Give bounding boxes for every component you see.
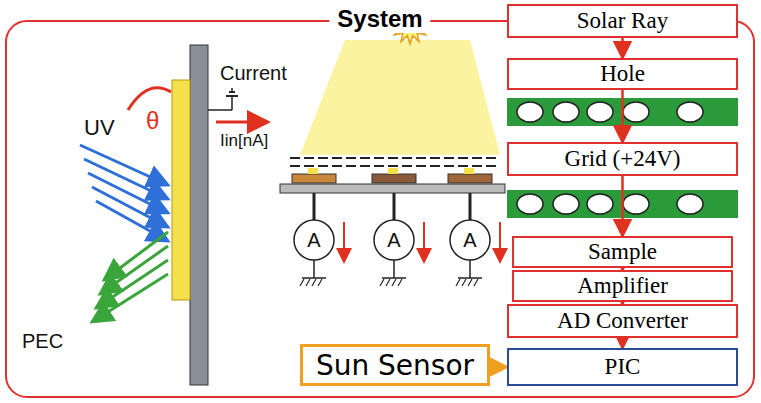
flow-arrow (621, 38, 624, 58)
holder-bar (190, 45, 208, 385)
pec-ray (96, 260, 168, 308)
hole (553, 102, 579, 122)
ground-symbol (382, 277, 406, 279)
wire (313, 193, 316, 220)
box-label: Sun Sensor (316, 349, 474, 382)
ground-hatch (380, 279, 384, 286)
light-spot (308, 168, 318, 174)
hole (553, 194, 579, 214)
ground-symbol (302, 277, 326, 279)
wire (313, 260, 315, 278)
uv-label: UV (84, 116, 115, 140)
sample-plate (172, 80, 190, 300)
pec-label: PEC (22, 330, 63, 352)
process-box: Sample (512, 236, 733, 268)
current-label: Current (220, 62, 287, 84)
sample-plate (448, 174, 492, 183)
ground-hatch (386, 279, 390, 286)
process-box: Solar Ray (507, 4, 738, 38)
ground-hatch (392, 279, 396, 286)
box-label: Grid (+24V) (565, 146, 681, 172)
process-box: Amplifier (512, 270, 733, 302)
current-arrow (423, 222, 425, 262)
sunlight-beam (300, 40, 500, 155)
sensor-box: Sun Sensor (300, 344, 490, 386)
ground-hatch (456, 279, 460, 286)
wire (208, 109, 232, 111)
uv-ray (96, 201, 168, 241)
angle-arc (128, 88, 171, 110)
wire (393, 260, 395, 278)
ammeters (294, 193, 500, 286)
hole (587, 194, 613, 214)
ammeter-symbol (294, 220, 334, 260)
ground-hatch (312, 279, 316, 286)
ground-hatch (300, 279, 304, 286)
ammeter-label: A (307, 229, 320, 251)
current-value: Iin[nA] (220, 132, 268, 151)
hole (677, 102, 703, 122)
ammeter-symbol (374, 220, 414, 260)
angle-label: θ (146, 108, 159, 134)
process-box: Grid (+24V) (507, 142, 738, 176)
ground-hatch (318, 279, 322, 286)
hole (517, 194, 543, 214)
hole (623, 102, 649, 122)
pec-ray (104, 232, 168, 280)
box-label: PIC (605, 354, 641, 380)
battery-symbol (226, 95, 238, 97)
system-frame: SystemSolar RayHoleGrid (+24V)SampleAmpl… (5, 20, 755, 398)
sample-plate (372, 174, 416, 183)
flow-arrow (621, 176, 624, 236)
flow-arrow (490, 366, 507, 369)
wire (469, 260, 471, 278)
process-box: Hole (507, 58, 738, 90)
box-label: Hole (600, 61, 645, 87)
box-label: Amplifier (577, 273, 668, 299)
box-label: AD Converter (557, 308, 688, 334)
process-box: PIC (507, 348, 738, 386)
hole (623, 194, 649, 214)
ground-hatch (468, 279, 472, 286)
ground-symbol (458, 277, 482, 279)
box-label: Sample (588, 239, 657, 265)
ground-hatch (306, 279, 310, 286)
sample-plate (292, 174, 336, 183)
ground-hatch (398, 279, 402, 286)
process-box: AD Converter (507, 304, 738, 338)
light-spot (464, 168, 474, 174)
grid-line (290, 157, 500, 159)
wire (469, 193, 472, 220)
hole (587, 102, 613, 122)
flow-arrow (621, 90, 624, 142)
flow-arrow (621, 338, 624, 348)
ground-hatch (474, 279, 478, 286)
wire (393, 193, 396, 220)
wire (231, 88, 233, 92)
light-spot (388, 168, 398, 174)
pec-ray (100, 246, 168, 294)
base-plate (280, 184, 505, 193)
current-arrow (343, 222, 345, 262)
ammeter-label: A (387, 229, 400, 251)
ammeter-label: A (463, 229, 476, 251)
current-arrow (499, 222, 501, 262)
ground-hatch (462, 279, 466, 286)
grid-line (290, 165, 500, 167)
wire (231, 96, 233, 110)
hole (677, 194, 703, 214)
current-arrow (216, 121, 268, 124)
rays (80, 145, 168, 322)
box-label: Solar Ray (577, 8, 668, 34)
hole (517, 102, 543, 122)
ammeter-symbol (450, 220, 490, 260)
pec-ray (92, 274, 168, 322)
frame-title: System (329, 5, 430, 33)
